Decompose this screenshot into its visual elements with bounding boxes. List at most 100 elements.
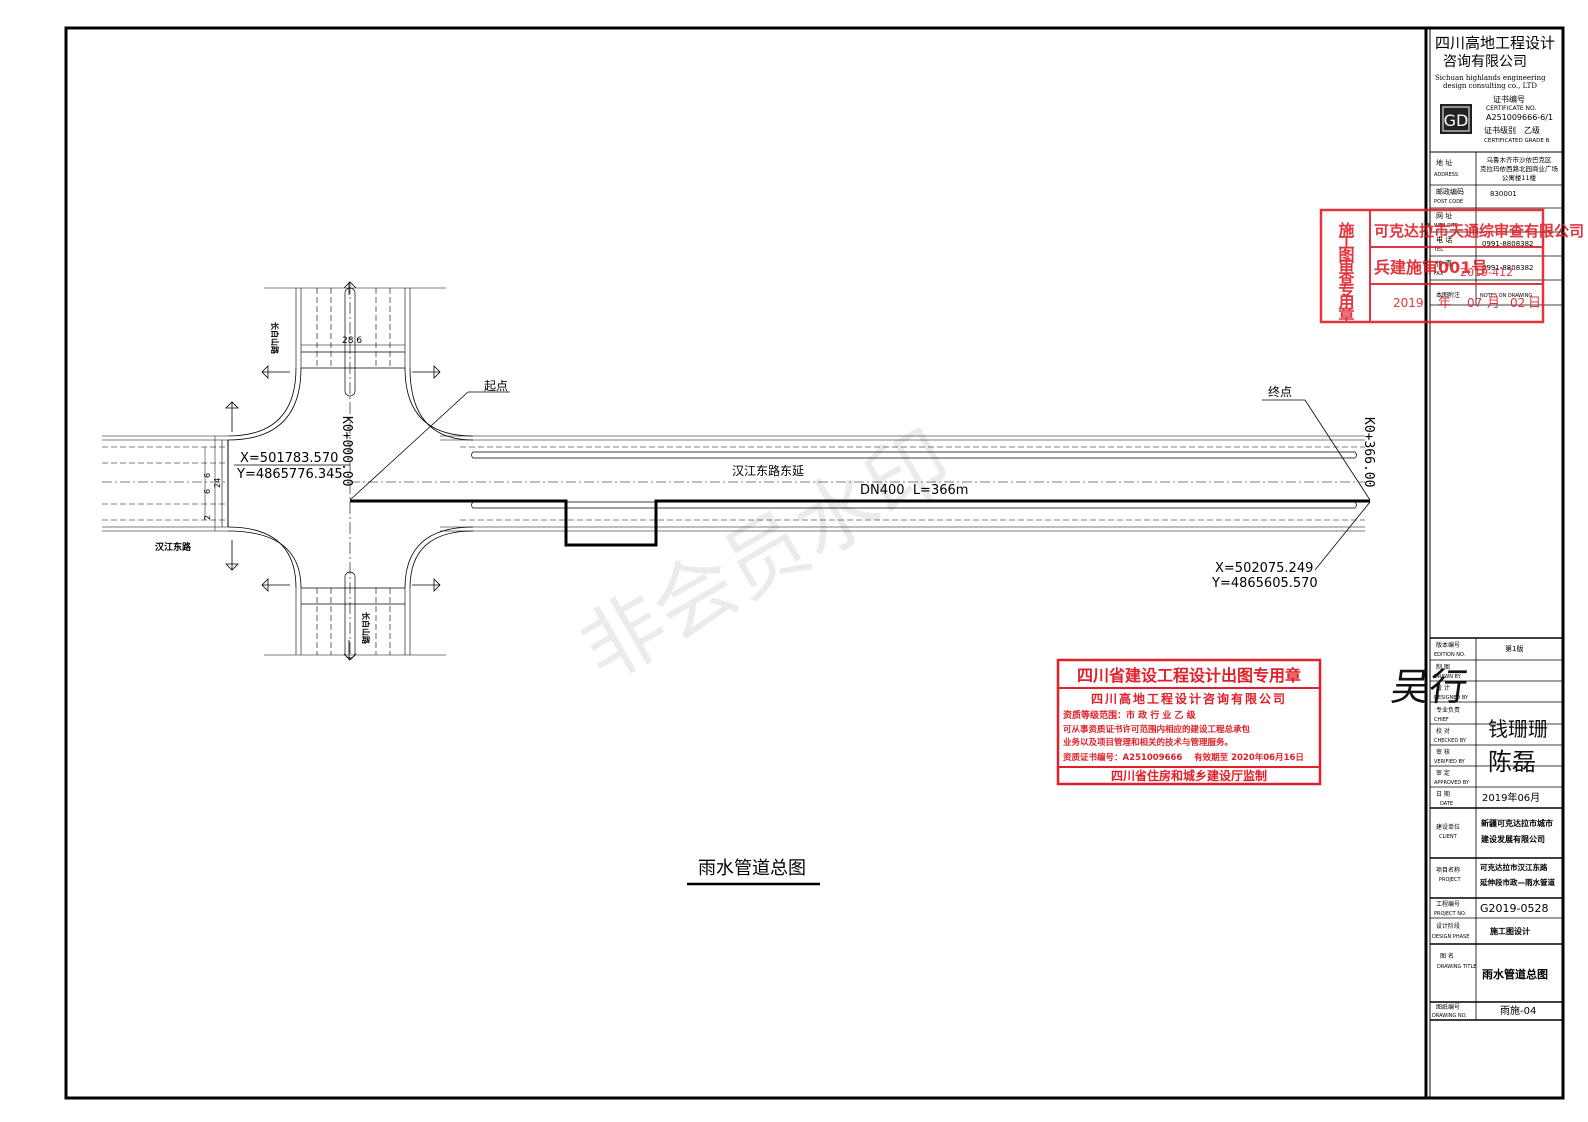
postcode-value: 830001 [1490, 190, 1517, 198]
dim-6b: 6 [203, 489, 212, 494]
drawing-title-label-en: DRAWING TITLE [1437, 964, 1476, 970]
design-stamp-scope: 资质等级范围：市 政 行 业 乙 级 [1063, 709, 1197, 721]
signature-verified: 陈磊 [1488, 748, 1536, 776]
edition-label-en: EDITION NO. [1434, 652, 1466, 658]
client-label: 建设单位 [1436, 823, 1460, 831]
watermark: 非会员水印 [565, 413, 968, 700]
edition-value: 第1版 [1505, 644, 1523, 653]
start-station: K0+000.00 [339, 416, 354, 486]
grade-label: 证书级别 [1484, 125, 1516, 135]
project-label: 项目名称 [1436, 866, 1460, 874]
grade-en: CERTIFICATED GRADE B [1484, 138, 1550, 144]
checked-label-en: CHECKED BY [1434, 738, 1467, 744]
company-name-en-line1: Sichuan highlands engineering [1435, 74, 1546, 82]
tel-value: 0991-8808382 [1482, 240, 1534, 248]
phase-label-en: DESIGN PHASE [1432, 934, 1469, 940]
road-south-label: 长白山路 [361, 612, 371, 645]
curb-returns [227, 367, 474, 589]
dimensions [204, 344, 405, 531]
review-stamp-line2: 兵建施审001号 [1374, 258, 1487, 277]
verified-label-en: VERIFIED BY [1434, 759, 1466, 765]
road-west-label: 汉江东路 [155, 541, 192, 553]
review-stamp-line2-extra: 2019-412 [1460, 266, 1513, 279]
direction-arrows [225, 281, 441, 661]
project-label-en: PROJECT [1439, 877, 1462, 883]
company-logo: GD [1440, 104, 1472, 134]
fax-label: 传 真 [1436, 259, 1452, 268]
address-label: 地 址 [1436, 158, 1452, 167]
leader-lines [234, 391, 1371, 571]
lower-title-block: 版本编号 EDITION NO. 第1版 制 图 DRAWN BY 设 计 DE… [1430, 637, 1563, 1021]
notes-label: 本图附注 [1436, 291, 1460, 299]
project-no-value: G2019-0528 [1480, 902, 1548, 915]
website-label-en: WEB SITE [1434, 223, 1458, 229]
end-station: K0+366.00 [1361, 417, 1376, 487]
review-stamp-line1: 可克达拉市天通综审查有限公司 [1374, 222, 1584, 240]
designed-label-en: DESIGNED BY [1434, 695, 1469, 701]
postcode-label: 邮政编码 [1436, 187, 1464, 196]
phase-label: 设计阶段 [1436, 922, 1460, 930]
postcode-label-en: POST CODE [1434, 199, 1463, 205]
drawing-no-label: 图纸编号 [1436, 1003, 1460, 1011]
rainwater-pipe [350, 499, 1370, 547]
date-label: 日 期 [1436, 790, 1450, 798]
dim-2: 2 [203, 515, 212, 520]
review-stamp-year: 2019 [1393, 296, 1424, 310]
design-stamp-cert: 资质证书编号：A251009666 有效期至 2020年06月16日 [1063, 752, 1304, 763]
grade-value: 乙级 [1524, 125, 1540, 135]
phase-value: 施工图设计 [1490, 926, 1530, 936]
company-name-en-line2: design consulting co., LTD [1443, 82, 1537, 90]
approved-label-en: APPROVED BY [1434, 780, 1470, 786]
signatures: 吴行 钱珊珊 陈磊 [1388, 666, 1548, 776]
chief-label-en: CHIEF [1434, 717, 1449, 723]
notes-label-en: NOTES ON DRAWING [1480, 293, 1532, 299]
drawing-title-value: 雨水管道总图 [1482, 967, 1548, 981]
edition-label: 版本编号 [1436, 641, 1460, 649]
outer-frame [64, 26, 1565, 1100]
start-y-coord: Y=4865776.345 [236, 467, 343, 482]
address-value-1: 乌鲁木齐市沙依巴克区 [1487, 155, 1553, 164]
designed-label: 设 计 [1436, 684, 1450, 692]
drawn-label: 制 图 [1436, 663, 1450, 671]
drawing-title-label: 图 名 [1440, 952, 1454, 960]
address-value-3: 公寓楼11楼 [1502, 173, 1537, 182]
road-north-label: 长白山路 [270, 322, 280, 355]
design-stamp-company: 四川高地工程设计咨询有限公司 [1091, 691, 1287, 706]
chief-label: 专业负责 [1436, 706, 1460, 714]
approved-label: 审 定 [1436, 769, 1450, 777]
project-no-label-en: PROJECT NO. [1434, 911, 1467, 917]
drawn-label-en: DRAWN BY [1434, 674, 1462, 680]
design-stamp-title: 四川省建设工程设计出图专用章 [1077, 666, 1301, 685]
end-x-coord: X=502075.249 [1215, 561, 1313, 576]
review-stamp-year-char: 年 [1438, 296, 1451, 311]
address-label-en: ADDRESS [1434, 172, 1458, 178]
dim-24: 24 [213, 478, 222, 488]
website-label: 网 址 [1436, 211, 1452, 220]
review-stamp-side: 施工图审查专用章 [1336, 221, 1355, 323]
client-value-2: 建设发展有限公司 [1480, 834, 1545, 844]
review-stamp-day-char: 日 [1528, 296, 1541, 311]
signature-drawn: 吴行 [1388, 666, 1470, 710]
design-stamp: 四川省建设工程设计出图专用章 四川高地工程设计咨询有限公司 资质等级范围：市 政… [1056, 658, 1322, 786]
pipe-label: DN400 L=366m [860, 483, 968, 498]
info-rows: 地 址 ADDRESS 乌鲁木齐市沙依巴克区 克拉玛依西路北园商业广场 公寓楼1… [1430, 152, 1563, 306]
design-stamp-line4: 业务以及项目管理和相关的技术与管理服务。 [1063, 737, 1233, 748]
design-stamp-footer: 四川省住房和城乡建设厅监制 [1111, 768, 1267, 783]
design-stamp-line3: 可从事资质证书许可范围内相应的建设工程总承包 [1063, 724, 1251, 735]
fax-value: 0991-8808382 [1482, 264, 1534, 272]
start-x-coord: X=501783.570 [240, 451, 338, 466]
cert-label-en: CERTIFICATE NO. [1486, 105, 1537, 112]
drawing-no-label-en: DRAWING NO. [1432, 1013, 1467, 1019]
address-value-2: 克拉玛依西路北园商业广场 [1480, 164, 1559, 173]
end-label: 终点 [1268, 384, 1292, 399]
plan-drawing [102, 281, 1371, 661]
start-label: 起点 [484, 379, 508, 393]
verified-label: 审 核 [1436, 748, 1450, 756]
review-stamp-day: 02 [1510, 296, 1525, 310]
drawing-labels: 长白山路 长白山路 汉江东路 汉江东路东延 28.6 6 6 24 2 起点 终… [155, 322, 1376, 886]
project-no-label: 工程编号 [1436, 900, 1460, 908]
review-stamp-month-char: 月 [1487, 296, 1500, 311]
title-block: 四川高地工程设计 咨询有限公司 Sichuan highlands engine… [1388, 34, 1563, 1021]
fax-label-en: FAX [1434, 271, 1444, 277]
